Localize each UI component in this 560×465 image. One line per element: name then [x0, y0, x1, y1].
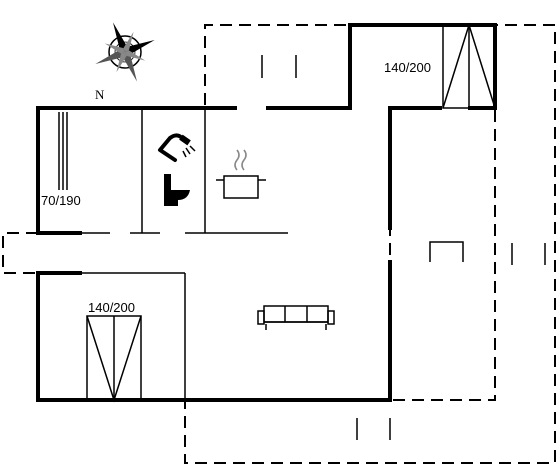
window-marks [261, 55, 546, 440]
bed-size-label: 140/200 [88, 300, 135, 315]
compass-rose-icon [95, 22, 155, 82]
single-bed-icon [58, 112, 68, 190]
double-bed-icon [86, 315, 142, 403]
sofa-icon [257, 305, 335, 330]
partitions [80, 108, 288, 400]
table-icon [429, 241, 464, 262]
bed-size-label: 70/190 [41, 193, 81, 208]
terrace-outline [2, 24, 556, 464]
compass-north-label: N [95, 87, 105, 102]
bed-size-label: 140/200 [384, 60, 431, 75]
double-bed-icon [442, 22, 496, 109]
shower-icon [158, 133, 196, 162]
walls [36, 23, 497, 402]
cooking-pot-icon [216, 149, 266, 199]
toilet-icon [164, 174, 190, 206]
